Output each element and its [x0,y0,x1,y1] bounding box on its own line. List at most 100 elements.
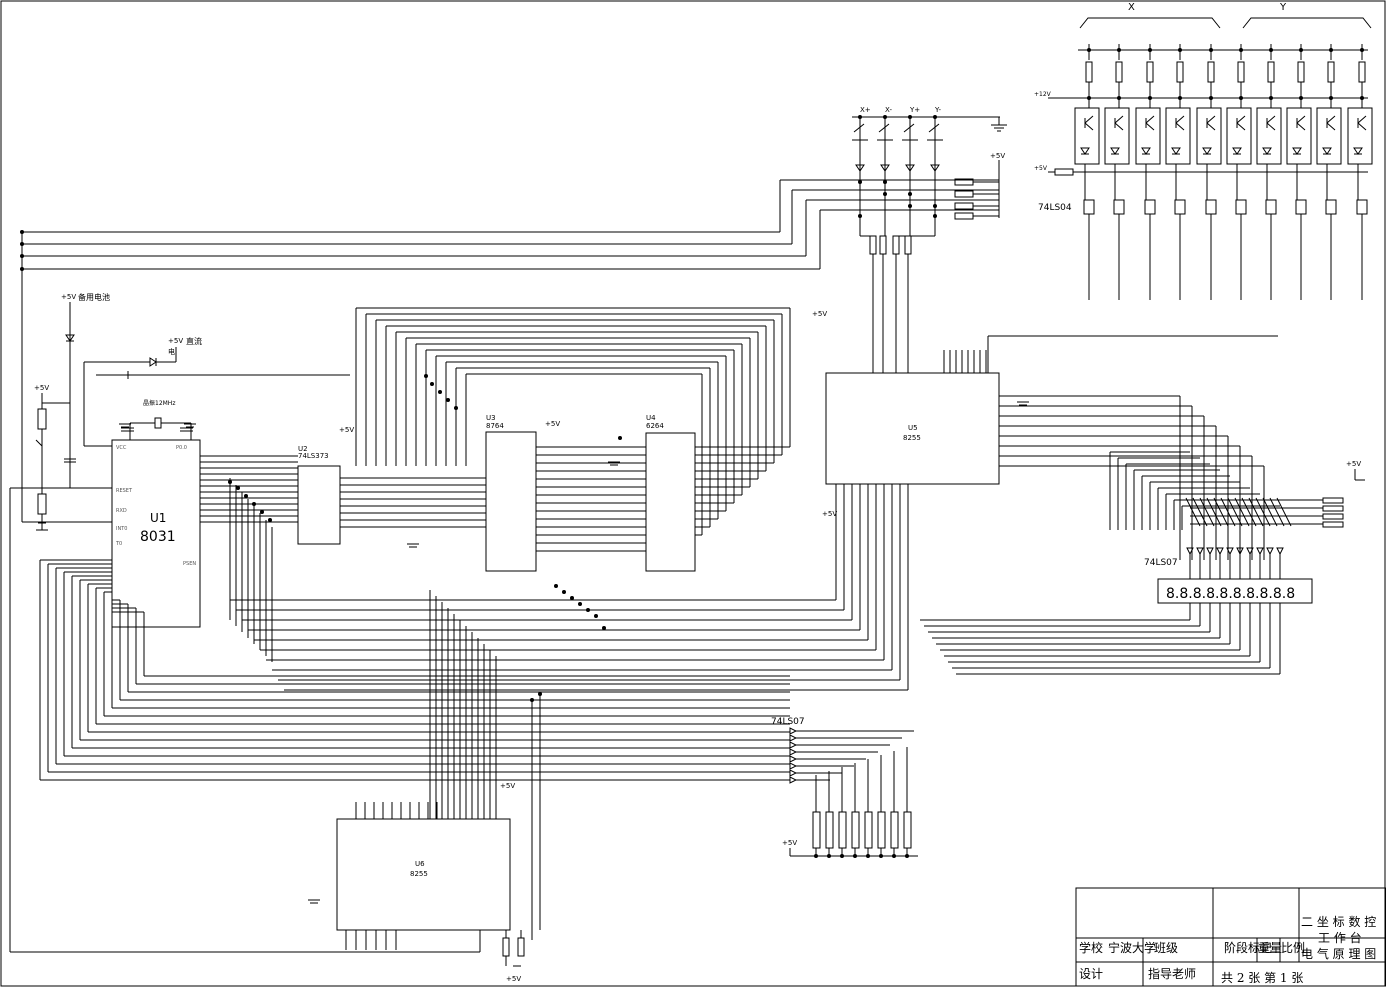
inverter-gate [1113,199,1125,215]
junction-dot [908,192,912,196]
wire [1206,115,1216,124]
junction-dot [1239,96,1243,100]
weight-label: 重量 [1258,941,1282,955]
wire [1266,547,1274,556]
junction-dot [236,486,240,490]
wire [1236,547,1244,556]
wire [1353,147,1363,155]
optocoupler [1316,107,1342,165]
wire [1199,497,1215,527]
wire [789,769,798,777]
wire [1175,115,1185,124]
ls04-label: 74LS04 [1038,203,1072,213]
junction-dot [1239,48,1243,52]
wire [1266,115,1276,124]
svg-text:T0: T0 [115,541,122,547]
u3-ref: U3 [486,414,496,422]
resistor [1176,61,1184,83]
junction-dot [1299,48,1303,52]
junction-dot [602,626,606,630]
junction-dot [1178,96,1182,100]
junction-dot [1360,96,1364,100]
wire [1171,147,1181,155]
resistor [1237,61,1245,83]
wire [1220,497,1236,527]
junction-dot [424,374,428,378]
junction-dot [883,180,887,184]
limit-label-y-minus: Y- [934,106,941,114]
resistor [502,937,510,957]
junction-dot [268,518,272,522]
x-group-label: X [1128,2,1135,13]
wire [1256,547,1264,556]
junction-dot [858,180,862,184]
wire [1248,497,1264,527]
wire [1114,115,1124,124]
wire [1145,122,1155,131]
optocoupler [1135,107,1161,165]
u3-5v-label: +5V [545,420,560,428]
wire [928,123,940,133]
u6-5v-bottom-label: +5V [506,975,521,983]
y-group-label: Y [1279,2,1287,13]
wire [1084,122,1094,131]
wire [1236,122,1246,131]
wire [903,123,915,133]
wire [1262,497,1278,527]
junction-dot [866,854,870,858]
wire [1276,547,1284,556]
inverter-gate [1325,199,1337,215]
junction-dot [1269,48,1273,52]
junction-dot [554,584,558,588]
u3-8764-chip: U3 8764 [485,414,537,572]
inverter-gate [1174,199,1186,215]
resistor [1146,61,1154,83]
resistor [890,811,899,849]
inverter-gate [1356,199,1368,215]
svg-text:RXD: RXD [116,508,127,514]
wiring-and-components [9,44,1373,967]
junction-dot [933,214,937,218]
drawing-title-line-3: 电 气 原 理 图 [1301,946,1376,961]
u4-6264-chip: U4 6264 [645,414,696,572]
junction-dot [1329,48,1333,52]
wire [1145,115,1155,124]
junction-dot [594,614,598,618]
junction-dot [454,406,458,410]
resistor [1115,61,1123,83]
wire [1206,122,1216,131]
wire [1141,147,1151,155]
wire [1192,497,1208,527]
drawing-title-line-1: 二 坐 标 数 控 [1301,914,1376,929]
resistor [877,811,886,849]
resistor [1207,61,1215,83]
resistor [825,811,834,849]
advisor-label: 指导老师 [1148,966,1196,981]
ls07-bus-label: 74LS07 [771,717,805,727]
wire [1326,122,1336,131]
drawing-title-line-2: 工 作 台 [1318,930,1362,945]
resistor [1267,61,1275,83]
u2-74ls373-chip: U2 74LS373 [297,445,341,545]
u2-5v-label: +5V [339,426,354,434]
svg-text:INT0: INT0 [116,526,127,532]
junction-dot [1117,96,1121,100]
junction-dot [578,602,582,606]
inverter-gate [1144,199,1156,215]
wire [1206,547,1214,556]
wire [1227,497,1243,527]
junction-dot [446,398,450,402]
optocoupler [1256,107,1282,165]
inverter-gate [1205,199,1217,215]
resistor [864,811,873,849]
optocoupler [1104,107,1130,165]
optocoupler [1196,107,1222,165]
wire [1213,497,1229,527]
wire [1292,147,1302,155]
inverter-gate [1235,199,1247,215]
optocoupler [1286,107,1312,165]
dc-5v-label: +5V [168,337,183,345]
u6-5v-top-label: +5V [500,782,515,790]
u5-ref: U5 [908,424,918,432]
